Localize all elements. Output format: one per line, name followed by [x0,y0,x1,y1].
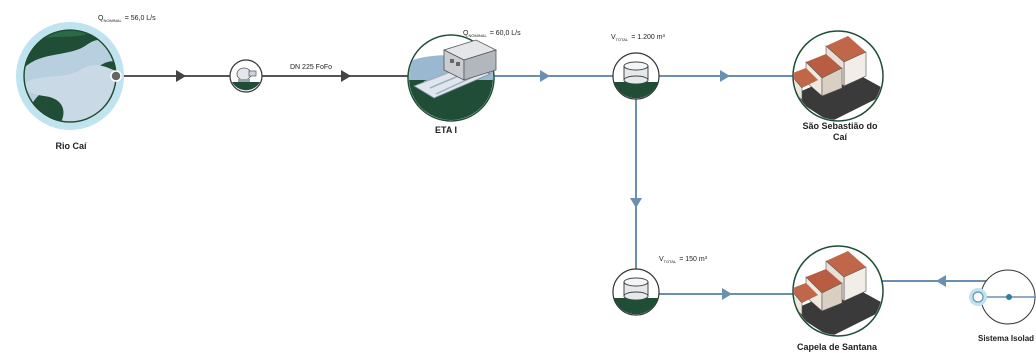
city-2-node[interactable] [790,245,890,337]
reservoir-2-volume-param: VTOTAL= 150 m³ [659,256,708,264]
plant-building-icon [442,39,498,81]
flow-arrow-icon [936,275,946,287]
well-icon [972,291,984,303]
river-intake-node[interactable] [16,22,124,130]
city-2-label: Capela de Santana [797,342,878,352]
intake-connector-icon [110,70,122,82]
houses-icon [794,36,882,120]
city-1-node[interactable] [790,30,890,122]
flow-arrow-icon [630,198,642,208]
reservoir-1-node[interactable] [612,52,660,100]
junction-icon [1006,294,1012,300]
flow-arrow-icon [176,70,186,82]
reservoir-tank-icon [623,61,649,85]
pump-icon [236,67,257,82]
treated-water-pipeline [493,70,990,300]
pump-station-node[interactable] [229,59,263,93]
reservoir-1-volume-param: VTOTAL= 1.200 m³ [611,34,666,42]
isolated-system-label: Sistema Isolad [978,334,1034,343]
raw-water-pipeline [116,70,411,82]
houses-icon [794,251,882,335]
river-icon [24,30,116,122]
flow-arrow-icon [722,288,732,300]
isolated-system-node[interactable] [969,269,1036,325]
pipe-spec-label: DN 225 FoFo [290,64,332,71]
treatment-plant-label: ETA I [435,125,457,135]
river-flow-param: QNOMINAL= 56,0 L/s [98,15,156,23]
reservoir-2-node[interactable] [612,268,660,316]
flow-arrow-icon [540,70,550,82]
river-label: Rio Caí [55,141,87,151]
flow-arrow-icon [720,70,730,82]
flow-arrow-icon [341,70,351,82]
plant-flow-param: QNOMINAL= 60,0 L/s [463,30,521,38]
reservoir-tank-icon [623,277,649,301]
treatment-plant-node[interactable] [407,34,498,122]
